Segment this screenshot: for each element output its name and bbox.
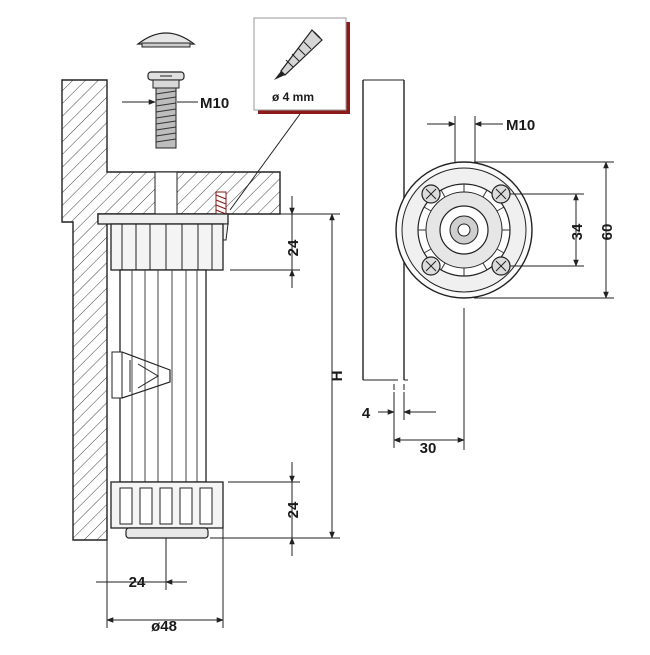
fixing-screw [215, 191, 227, 217]
top-thread-label: M10 [506, 117, 535, 134]
dimension-total-height: H [210, 213, 346, 539]
collar-height-label: 24 [285, 239, 302, 256]
cover-cap-icon [136, 32, 196, 48]
screw-diameter-label: ø 4 mm [272, 90, 314, 104]
screw-leader-line [229, 113, 301, 211]
wall-gap-label: 4 [362, 405, 371, 422]
hole-spacing-label: 34 [569, 223, 586, 240]
plate-width-label: 60 [599, 224, 616, 241]
foot-height-label: 24 [285, 501, 302, 518]
screw-detail-box: ø 4 mm [253, 17, 350, 114]
foot-diameter-label: ø48 [151, 618, 177, 635]
leg-clip [111, 351, 171, 399]
bolt-thread-label: M10 [200, 95, 229, 112]
wood-screw-icon [274, 29, 323, 80]
mounting-plate-top-view [395, 161, 533, 299]
plate-screw-heads [421, 184, 511, 276]
dimension-foot-height: 24 [228, 462, 302, 556]
dimension-axis-offset: 30 [393, 308, 465, 457]
dimension-hole-spacing: 34 [510, 193, 586, 267]
bolt-thread-dimension: M10 [122, 95, 229, 112]
plate-ribs [418, 184, 510, 276]
dimension-foot-offset: 24 [96, 540, 187, 628]
bolt-hole [154, 171, 178, 215]
dimension-foot-diameter: ø48 [106, 528, 224, 635]
axis-offset-label: 30 [420, 440, 437, 457]
foot-offset-label: 24 [129, 574, 146, 591]
total-height-label: H [329, 371, 346, 382]
leg-assembly [97, 213, 229, 539]
dimension-top-thread: M10 [427, 116, 535, 162]
m10-bolt-icon [147, 71, 185, 149]
dimension-plate-width: 60 [474, 161, 616, 299]
